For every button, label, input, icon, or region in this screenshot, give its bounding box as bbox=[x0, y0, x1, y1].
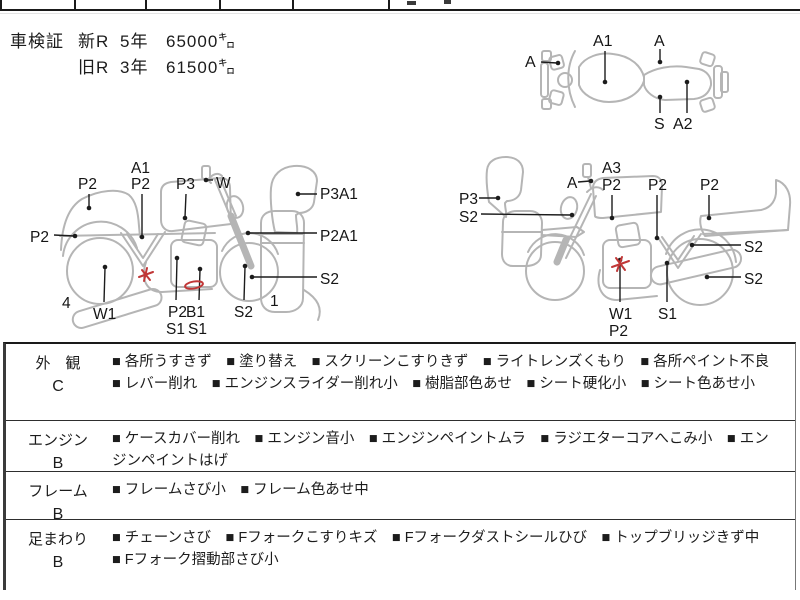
cutoff-glyph-fragment bbox=[407, 1, 416, 5]
damage-mark-red bbox=[138, 267, 204, 290]
topview-label: A bbox=[654, 33, 665, 50]
part-label: P2 bbox=[648, 177, 667, 194]
part-label: S1 bbox=[658, 306, 677, 323]
motorcycle-sideview-right-facing-diagram: P2 A1 P2 P3 W P3A1 P2A1 P2 S2 4 W1 P2 B1… bbox=[30, 160, 358, 338]
table-row-frame: フレーム B ■ フレームさび小 ■ フレーム色あせ中 bbox=[6, 472, 795, 523]
part-label: S2 bbox=[459, 209, 478, 226]
scan-artifact-line bbox=[0, 13, 800, 14]
table-row-exterior: 外 観 C ■ 各所うすきず ■ 塗り替え ■ スクリーンこすりきず ■ ライト… bbox=[6, 344, 795, 421]
moto-right-outline bbox=[485, 156, 792, 306]
part-label: P2 bbox=[78, 176, 97, 193]
registration-mileage-block: 車検証 新R 5年 65000㌔ 旧R 3年 61500㌔ bbox=[10, 29, 236, 81]
part-label: A bbox=[567, 175, 578, 192]
table-row-engine: エンジン B ■ ケースカバー削れ ■ エンジン音小 ■ エンジンペイントムラ … bbox=[6, 421, 795, 472]
findings-text: ■ 各所うすきず ■ 塗り替え ■ スクリーンこすりきず ■ ライトレンズくもり… bbox=[112, 354, 784, 392]
registration-row-old: 旧R 3年 61500㌔ bbox=[10, 55, 236, 81]
part-label: W bbox=[216, 175, 231, 192]
category-label: フレーム bbox=[28, 483, 88, 500]
grade-value: B bbox=[52, 506, 64, 523]
row-label: フレーム B bbox=[6, 472, 110, 523]
part-label: P3 bbox=[176, 176, 195, 193]
category-label: 外 観 bbox=[35, 355, 81, 372]
row-label: エンジン B bbox=[6, 421, 110, 472]
topview-leader-lines bbox=[540, 49, 690, 113]
part-label: P2 bbox=[609, 323, 628, 340]
part-label: W1 bbox=[93, 306, 116, 323]
motorcycle-sideview-left-facing-diagram: P3 S2 A A3 P2 P2 P2 S2 S2 W1 P2 S1 bbox=[459, 156, 792, 340]
part-label: P2 bbox=[700, 177, 719, 194]
part-label: S1 bbox=[188, 321, 207, 338]
registration-row-new: 車検証 新R 5年 65000㌔ bbox=[10, 29, 236, 55]
part-label: B1 bbox=[186, 304, 205, 321]
part-label: S2 bbox=[744, 271, 763, 288]
findings-text: ■ ケースカバー削れ ■ エンジン音小 ■ エンジンペイントムラ ■ ラジエター… bbox=[112, 431, 769, 469]
moto-right-leader-lines bbox=[479, 178, 741, 302]
inspection-table: 外 観 C ■ 各所うすきず ■ 塗り替え ■ スクリーンこすりきず ■ ライト… bbox=[3, 342, 796, 590]
topview-label: S bbox=[654, 116, 665, 133]
category-label: エンジン bbox=[27, 432, 88, 449]
topview-label: A2 bbox=[673, 116, 693, 133]
part-label: P3A1 bbox=[320, 186, 358, 203]
part-label: P2 bbox=[30, 229, 49, 246]
table-row-undercarriage: 足まわり B ■ チェーンさび ■ Fフォークこすりキズ ■ Fフォークダストシ… bbox=[6, 520, 795, 590]
years-old: 3年 bbox=[120, 58, 149, 77]
grade-value: B bbox=[52, 455, 64, 472]
damage-mark-red bbox=[611, 256, 630, 272]
findings-text: ■ フレームさび小 ■ フレーム色あせ中 bbox=[112, 482, 369, 498]
diagram-number: 4 bbox=[62, 295, 71, 312]
km-old: 61500㌔ bbox=[166, 58, 237, 77]
era-old: 旧R bbox=[78, 58, 110, 77]
moto-left-leader-lines bbox=[53, 177, 317, 303]
part-label: P2 bbox=[602, 177, 621, 194]
era-new: 新R bbox=[78, 32, 110, 51]
part-label: P2 bbox=[131, 176, 150, 193]
part-label: A3 bbox=[602, 160, 621, 177]
part-label: P2A1 bbox=[320, 228, 358, 245]
topview-outline bbox=[540, 50, 729, 113]
part-label: S2 bbox=[744, 239, 763, 256]
cutoff-table-row bbox=[0, 0, 800, 11]
registration-label: 車検証 bbox=[10, 32, 64, 51]
part-label: S1 bbox=[166, 321, 185, 338]
part-label: P3 bbox=[459, 191, 478, 208]
part-label: S2 bbox=[234, 304, 253, 321]
row-label: 外 観 C bbox=[6, 344, 110, 420]
category-label: 足まわり bbox=[27, 531, 88, 548]
row-label: 足まわり B bbox=[6, 520, 110, 590]
part-label: A1 bbox=[131, 160, 150, 177]
topview-label: A1 bbox=[593, 33, 613, 50]
topview-label: A bbox=[525, 54, 536, 71]
findings-text: ■ チェーンさび ■ Fフォークこすりキズ ■ Fフォークダストシールひび ■ … bbox=[112, 530, 774, 568]
part-label: W1 bbox=[609, 306, 632, 323]
years-new: 5年 bbox=[120, 32, 149, 51]
grade-value: C bbox=[52, 378, 64, 395]
km-new: 65000㌔ bbox=[166, 32, 237, 51]
part-label: P2 bbox=[168, 304, 187, 321]
diagram-number: 1 bbox=[270, 293, 279, 310]
grade-value: B bbox=[52, 554, 64, 571]
cutoff-glyph-fragment bbox=[444, 0, 451, 4]
part-label: S2 bbox=[320, 271, 339, 288]
motorcycle-topview-diagram: A A1 A S A2 bbox=[525, 33, 729, 133]
